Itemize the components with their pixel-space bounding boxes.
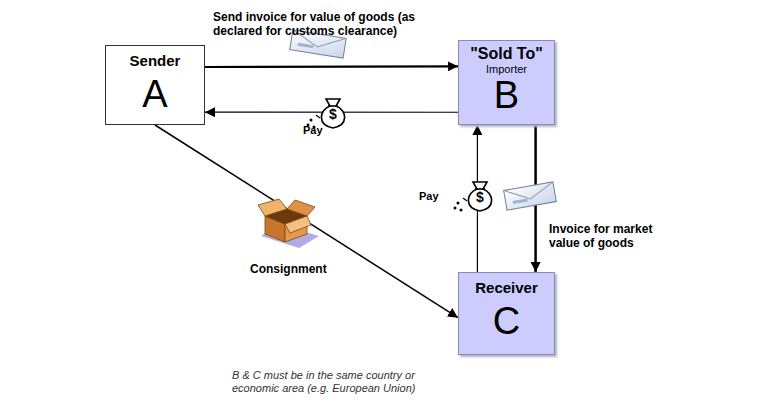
party-box: ReceiverC bbox=[458, 272, 555, 355]
parcel-icon bbox=[258, 199, 319, 248]
flow-arrow bbox=[155, 125, 458, 318]
motion-line bbox=[463, 198, 467, 201]
money-bag bbox=[321, 99, 344, 128]
parcel-opening bbox=[265, 209, 307, 224]
flow-arrow bbox=[205, 65, 458, 68]
envelope-icon bbox=[504, 182, 557, 210]
party-letter: B bbox=[494, 76, 519, 116]
parcel-shadow bbox=[261, 224, 319, 248]
flow-arrow bbox=[534, 125, 537, 272]
envelope-flap bbox=[504, 182, 555, 203]
parcel-face bbox=[265, 216, 285, 242]
party-role: "Sold To" bbox=[470, 46, 543, 63]
motion-dot bbox=[460, 209, 463, 212]
party-role: Sender bbox=[130, 53, 181, 69]
parcel-flap bbox=[285, 216, 311, 233]
note-text: B & C must be in the same country or eco… bbox=[232, 369, 442, 395]
edge-label: Consignment bbox=[250, 262, 350, 276]
money-bag bbox=[468, 182, 491, 211]
envelope-body bbox=[504, 182, 557, 210]
party-letter: A bbox=[142, 75, 167, 115]
party-letter: C bbox=[493, 302, 520, 342]
parcel-flap bbox=[258, 199, 287, 216]
party-subrole: Importer bbox=[486, 64, 527, 76]
motion-dot bbox=[310, 119, 313, 122]
motion-dot bbox=[457, 202, 460, 205]
parcel-face bbox=[285, 216, 307, 242]
party-role: Receiver bbox=[475, 280, 538, 296]
party-box: SenderA bbox=[105, 45, 205, 125]
currency-symbol: $ bbox=[470, 189, 490, 206]
edge-label: Pay bbox=[419, 190, 459, 203]
motion-line bbox=[316, 115, 320, 118]
edge-label: Pay bbox=[303, 124, 343, 137]
money-bag-icon bbox=[454, 182, 492, 212]
edge-label: Invoice for market value of goods bbox=[549, 222, 684, 251]
envelope-stripe bbox=[297, 43, 313, 48]
party-box: "Sold To"ImporterB bbox=[458, 40, 555, 125]
currency-symbol: $ bbox=[323, 106, 343, 123]
edge-label: Send invoice for value of goods (as decl… bbox=[213, 10, 458, 39]
parcel-flap bbox=[287, 200, 315, 216]
envelope-stripe bbox=[513, 198, 528, 204]
motion-dot bbox=[454, 207, 457, 210]
